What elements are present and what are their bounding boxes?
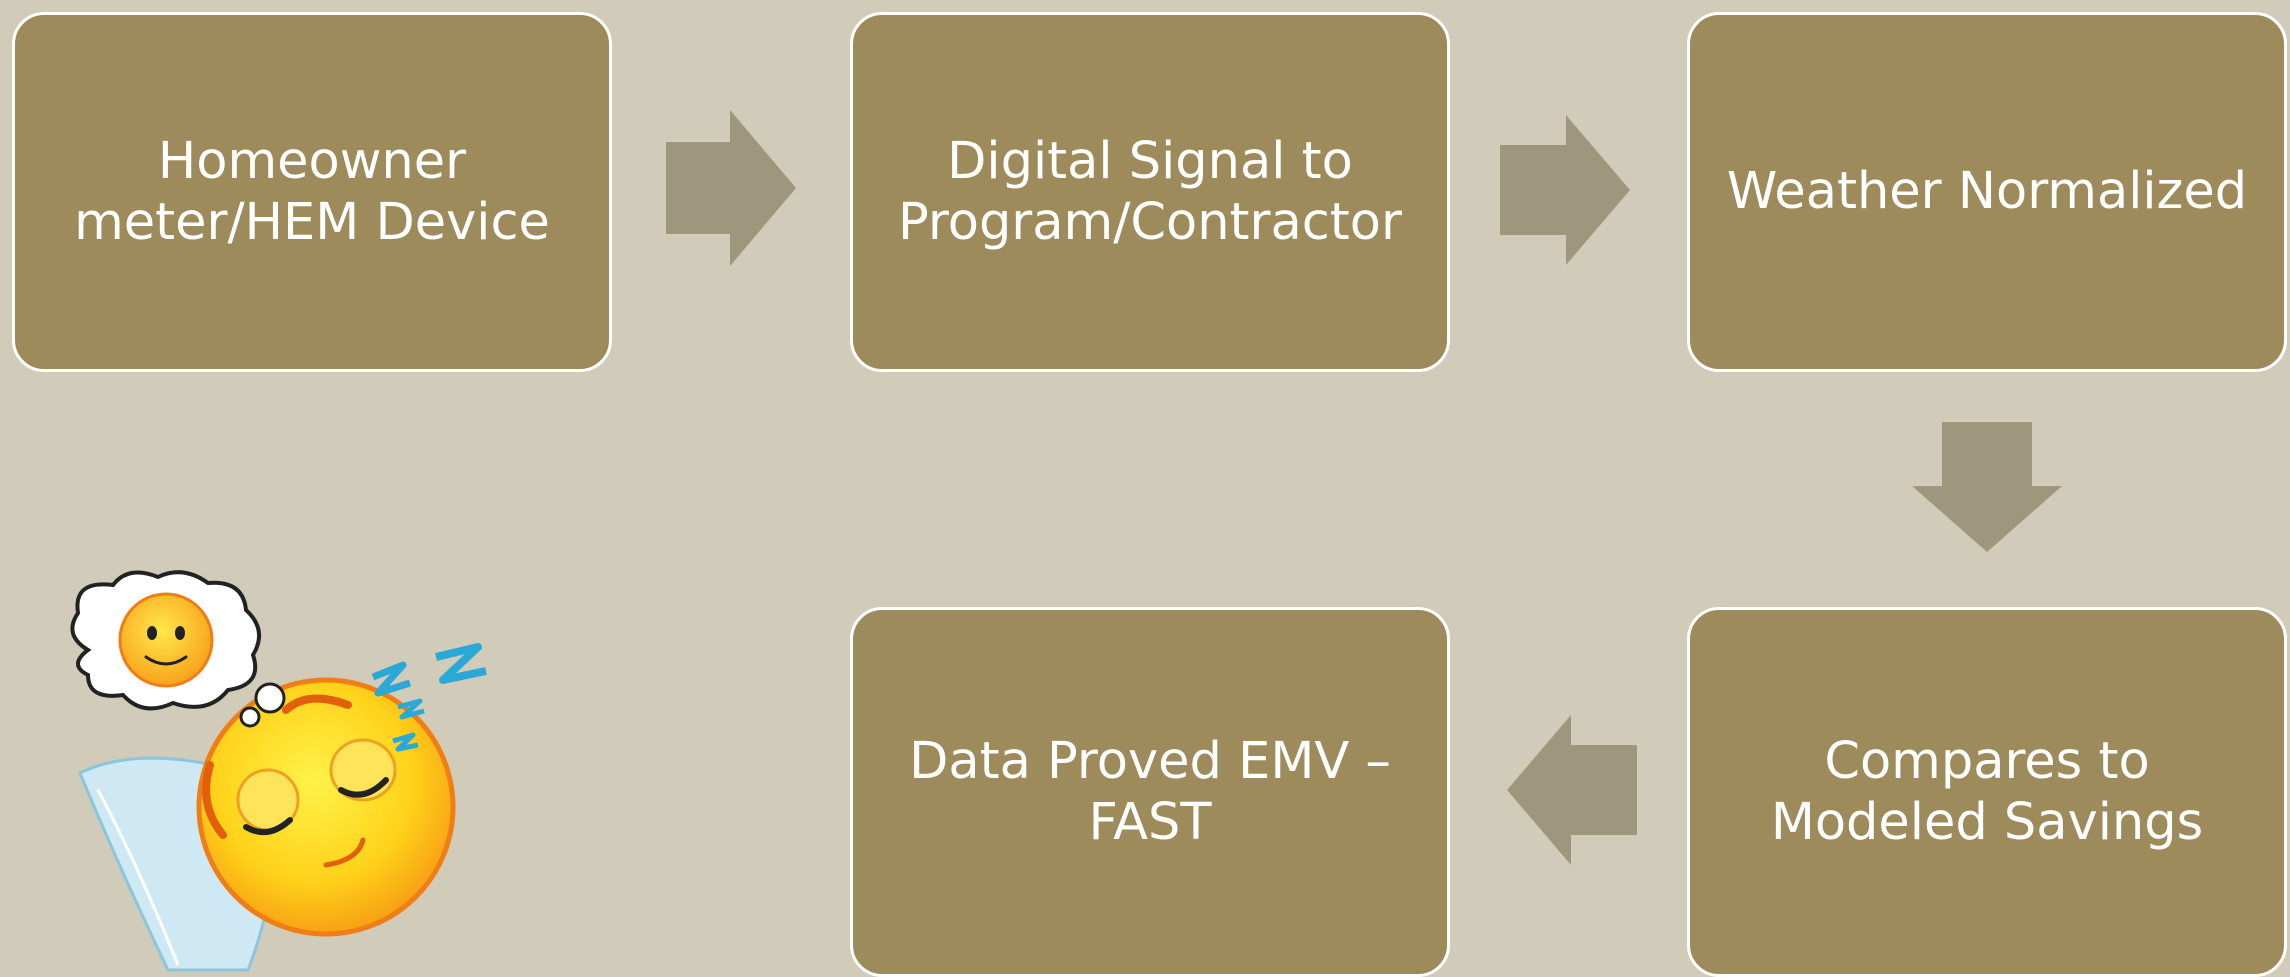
step-digital-signal: Digital Signal to Program/Contractor bbox=[850, 12, 1450, 372]
step-data-proved-emv: Data Proved EMV – FAST bbox=[850, 607, 1450, 977]
step-data-proved-emv-label: Data Proved EMV – FAST bbox=[909, 731, 1391, 852]
arrow-right-icon bbox=[666, 110, 796, 266]
step-homeowner-meter: Homeowner meter/HEM Device bbox=[12, 12, 612, 372]
arrow-right-icon bbox=[1500, 115, 1630, 265]
step-weather-normalized: Weather Normalized bbox=[1687, 12, 2287, 372]
arrow-down-icon bbox=[1912, 422, 2062, 552]
sleeping-sun-icon bbox=[70, 570, 487, 972]
step-homeowner-meter-label: Homeowner meter/HEM Device bbox=[74, 131, 550, 252]
step-compares-modeled-savings-label: Compares to Modeled Savings bbox=[1770, 731, 2204, 852]
step-compares-modeled-savings: Compares to Modeled Savings bbox=[1687, 607, 2287, 977]
arrow-left-icon bbox=[1507, 715, 1637, 865]
step-weather-normalized-label: Weather Normalized bbox=[1726, 162, 2248, 222]
step-digital-signal-label: Digital Signal to Program/Contractor bbox=[898, 131, 1402, 252]
